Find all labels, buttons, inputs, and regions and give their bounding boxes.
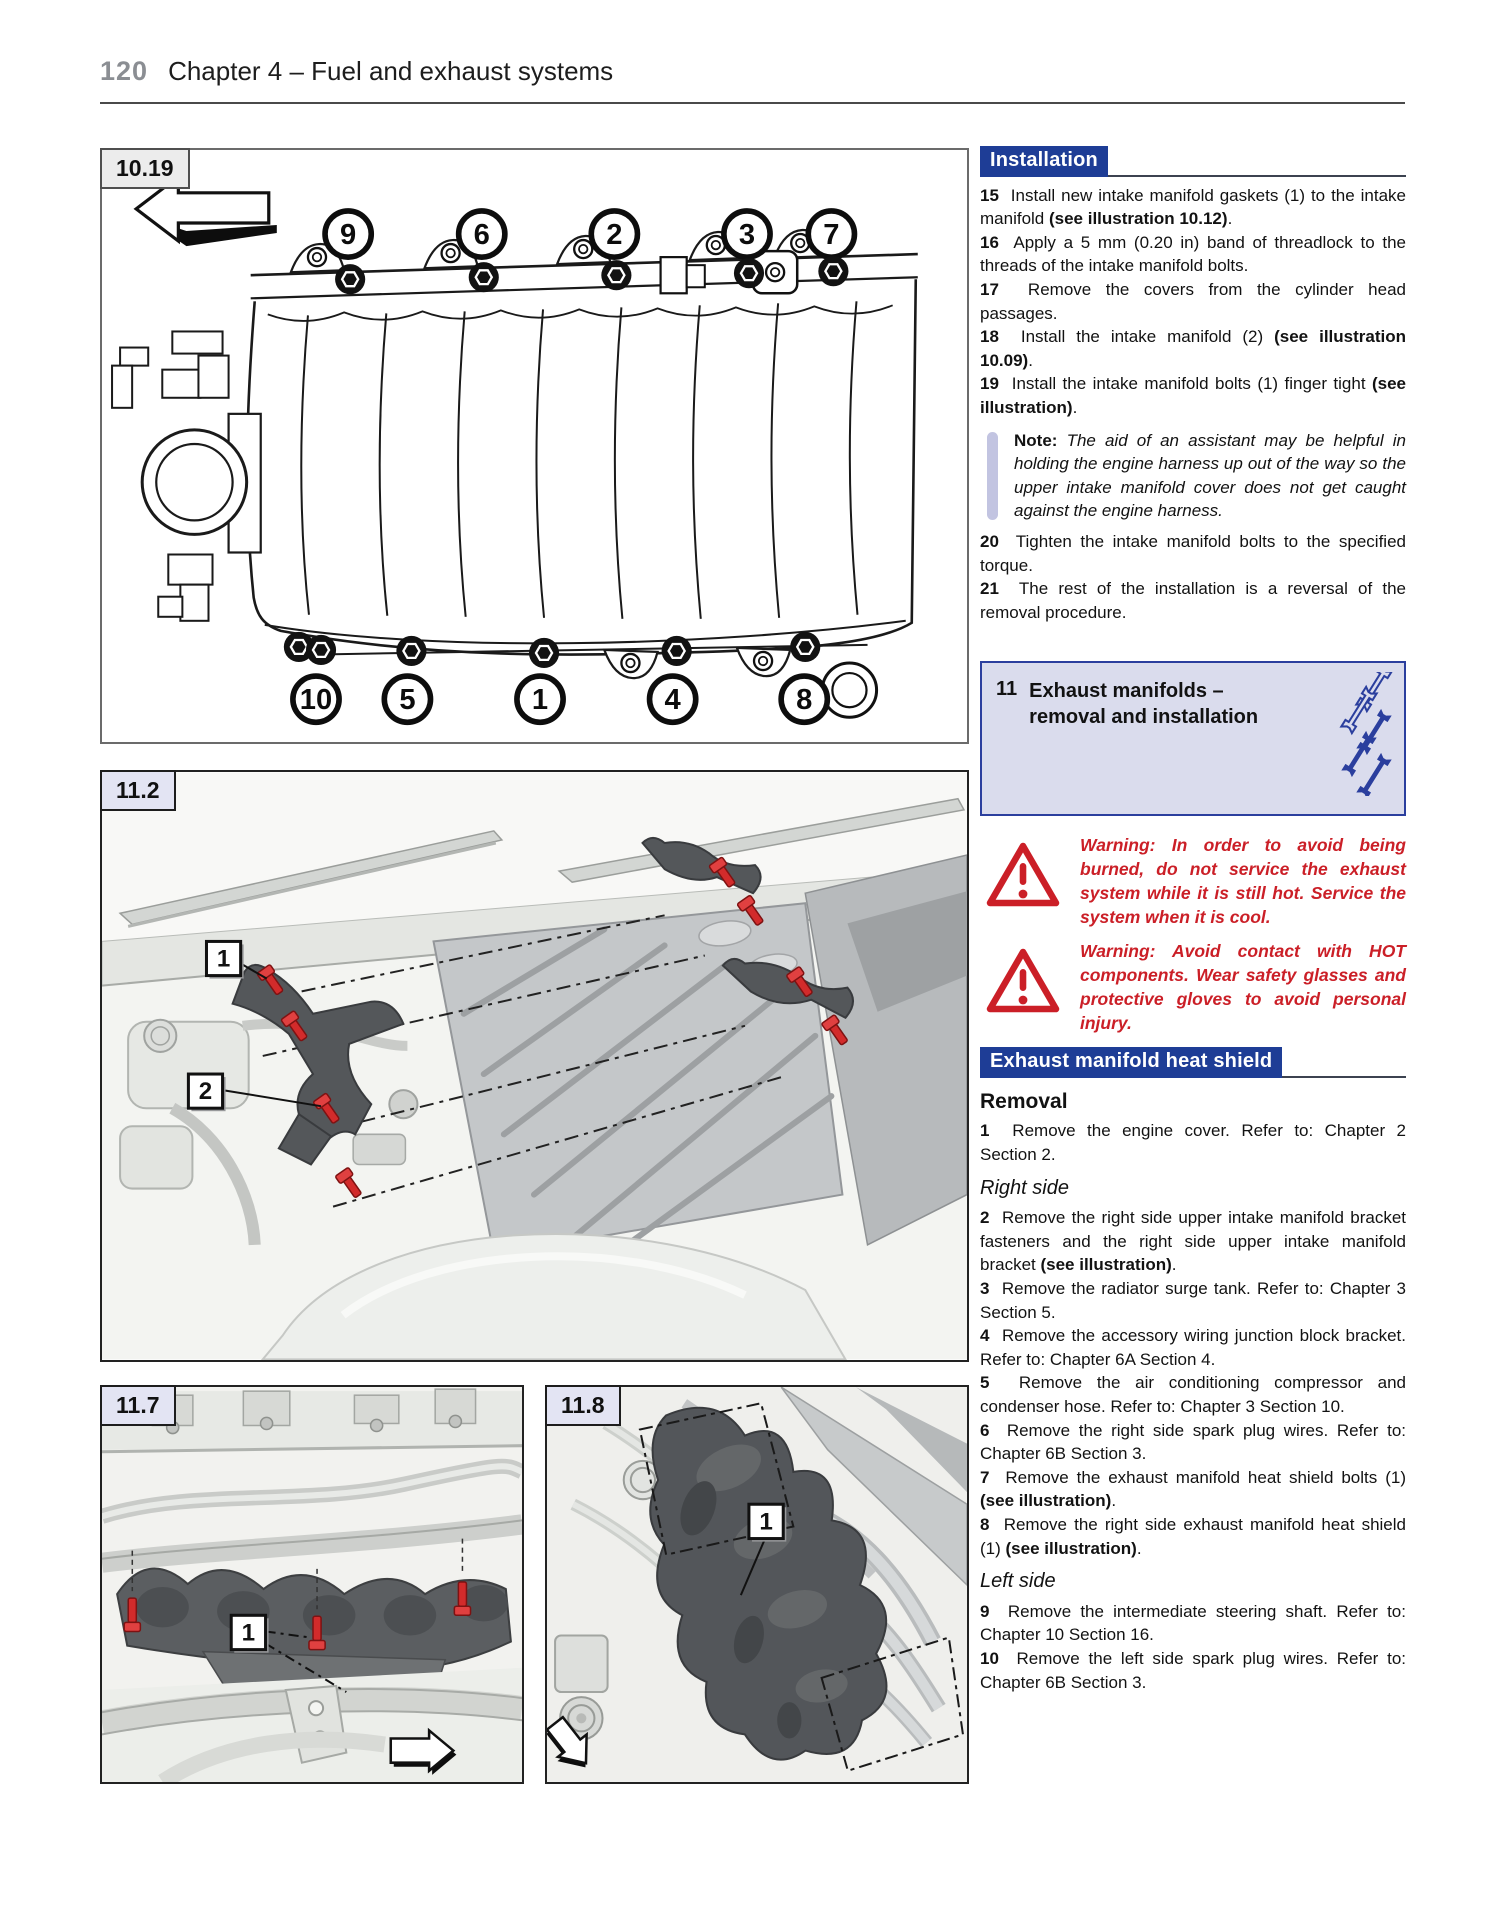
figure-label: 10.19	[100, 148, 190, 189]
callout-circles-bottom: 10 5 1 4 8	[290, 673, 831, 726]
exhaust-manifold-underside-illustration: 1	[102, 1387, 522, 1782]
right-side-subheading: Right side	[980, 1176, 1069, 1199]
heading-rule	[1282, 1075, 1406, 1078]
callout-box-1: 1	[229, 1613, 347, 1693]
step-8: 8 Remove the right side exhaust manifold…	[980, 1514, 1406, 1558]
installation-heading-row: Installation	[980, 146, 1406, 177]
heat-shield-heading-row: Exhaust manifold heat shield	[980, 1047, 1406, 1078]
left-side-subheading: Left side	[980, 1570, 1056, 1593]
figure-label: 11.8	[545, 1385, 621, 1426]
engine-cover	[432, 902, 844, 1257]
page-header: 120 Chapter 4 – Fuel and exhaust systems	[100, 56, 1405, 87]
step-21: 21 The rest of the installation is a rev…	[980, 579, 1406, 622]
step-20: 20 Tighten the intake manifold bolts to …	[980, 531, 1406, 575]
figure-10-19: 10.19	[100, 148, 969, 744]
figure-label: 11.7	[100, 1385, 176, 1426]
figure-11-8: 11.8	[545, 1385, 969, 1784]
svg-text:5: 5	[399, 684, 415, 716]
heat-shield-heading: Exhaust manifold heat shield	[980, 1047, 1283, 1078]
svg-text:10: 10	[300, 684, 332, 716]
chapter-title: Chapter 4 – Fuel and exhaust systems	[168, 56, 614, 86]
callout-box-2: 2	[186, 1072, 322, 1112]
step-1: 1 Remove the engine cover. Refer to: Cha…	[980, 1121, 1406, 1165]
step-9: 9 Remove the intermediate steering shaft…	[980, 1601, 1406, 1645]
step-4: 4 Remove the accessory wiring junction b…	[980, 1326, 1406, 1369]
figure-label: 11.2	[100, 770, 176, 811]
figure-11-2: 11.2	[100, 770, 969, 1362]
step-19: 19 Install the intake manifold bolts (1)…	[980, 374, 1406, 417]
callout-box-1: 1	[739, 1502, 787, 1596]
manifold-runners	[300, 301, 859, 619]
svg-text:1: 1	[532, 684, 548, 716]
section-number: 11	[996, 678, 1018, 701]
intake-manifold-diagram: 9 6 2 3 7 10 5 1 4 8	[111, 173, 918, 726]
svg-text:2: 2	[199, 1078, 212, 1105]
text-column: Installation 15 Install new intake manif…	[980, 146, 1406, 1694]
warning-triangle-icon	[986, 843, 1060, 907]
heat-shield-illustration: 1	[547, 1387, 967, 1782]
warning-text: Warning: In order to avoid being burned,…	[1080, 835, 1406, 928]
step-7: 7 Remove the exhaust manifold heat shiel…	[980, 1467, 1406, 1511]
figure-11-7: 11.7	[100, 1385, 524, 1784]
step-15: 15 Install new intake manifold gaskets (…	[980, 185, 1406, 229]
alignment-outlines	[638, 1402, 965, 1773]
note-bar	[987, 431, 998, 520]
step-3: 3 Remove the radiator surge tank. Refer …	[980, 1279, 1406, 1322]
direction-arrow-icon	[547, 1715, 588, 1768]
callout-circles-top: 9 6 2 3 7	[322, 208, 858, 260]
step-2: 2 Remove the right side upper intake man…	[980, 1208, 1406, 1275]
svg-text:7: 7	[823, 219, 839, 251]
direction-arrow-icon	[389, 1727, 457, 1775]
svg-text:8: 8	[796, 684, 812, 716]
note-text: Note: The aid of an assistant may be hel…	[1014, 430, 1406, 521]
svg-text:6: 6	[474, 219, 490, 251]
warning-triangle-icon	[986, 949, 1060, 1013]
section-11-box: 11 Exhaust manifolds – removal and insta…	[980, 661, 1406, 817]
step-5: 5 Remove the air conditioning compressor…	[980, 1373, 1406, 1416]
note-block: Note: The aid of an assistant may be hel…	[980, 429, 1406, 523]
svg-text:1: 1	[242, 1620, 255, 1647]
difficulty-wrenches-icon	[1340, 672, 1393, 797]
svg-text:3: 3	[739, 219, 755, 251]
step-10: 10 Remove the left side spark plug wires…	[980, 1648, 1406, 1692]
leader-lines	[242, 914, 786, 1208]
throttle-body	[111, 330, 262, 622]
warning-block-2: Warning: Avoid contact with HOT componen…	[980, 939, 1406, 1035]
svg-text:9: 9	[340, 219, 356, 251]
header-rule	[100, 102, 1405, 104]
step-18: 18 Install the intake manifold (2) (see …	[980, 327, 1406, 370]
warning-block-1: Warning: In order to avoid being burned,…	[980, 833, 1406, 929]
svg-text:2: 2	[606, 219, 622, 251]
step-17: 17 Remove the covers from the cylinder h…	[980, 279, 1406, 323]
installation-heading: Installation	[980, 146, 1108, 177]
removal-subheading: Removal	[980, 1089, 1068, 1113]
svg-text:4: 4	[665, 684, 682, 716]
step-16: 16 Apply a 5 mm (0.20 in) band of thread…	[980, 232, 1406, 276]
page-number: 120	[100, 56, 149, 86]
section-title: Exhaust manifolds – removal and installa…	[1029, 680, 1259, 729]
callout-box-1: 1	[204, 939, 268, 980]
warning-text: Warning: Avoid contact with HOT componen…	[1080, 941, 1406, 1034]
svg-text:1: 1	[217, 946, 230, 973]
svg-text:1: 1	[759, 1508, 772, 1535]
step-6: 6 Remove the right side spark plug wires…	[980, 1420, 1406, 1464]
heading-rule	[1107, 174, 1406, 177]
engine-bay-illustration: 1 2	[102, 772, 967, 1360]
